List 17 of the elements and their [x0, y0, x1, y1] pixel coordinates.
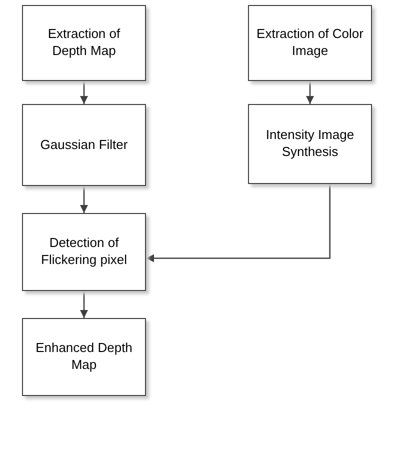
box-label: Extraction of Color Image: [256, 26, 364, 60]
arrow: [146, 184, 330, 262]
process-box: [22, 5, 146, 81]
arrow: [306, 81, 314, 104]
box-label: Enhanced Depth Map: [34, 340, 134, 374]
box-label: Detection of Flickering pixel: [40, 235, 128, 269]
arrow: [80, 291, 88, 318]
box-label: Intensity Image Synthesis: [264, 127, 356, 161]
arrow: [80, 81, 88, 104]
process-box: [22, 213, 146, 291]
process-box: [248, 104, 372, 184]
process-box: [22, 318, 146, 396]
box-label: Gaussian Filter: [39, 136, 129, 154]
arrow: [80, 186, 88, 213]
process-box: [22, 104, 146, 186]
process-box: [248, 5, 372, 81]
box-label: Extraction of Depth Map: [46, 26, 122, 60]
